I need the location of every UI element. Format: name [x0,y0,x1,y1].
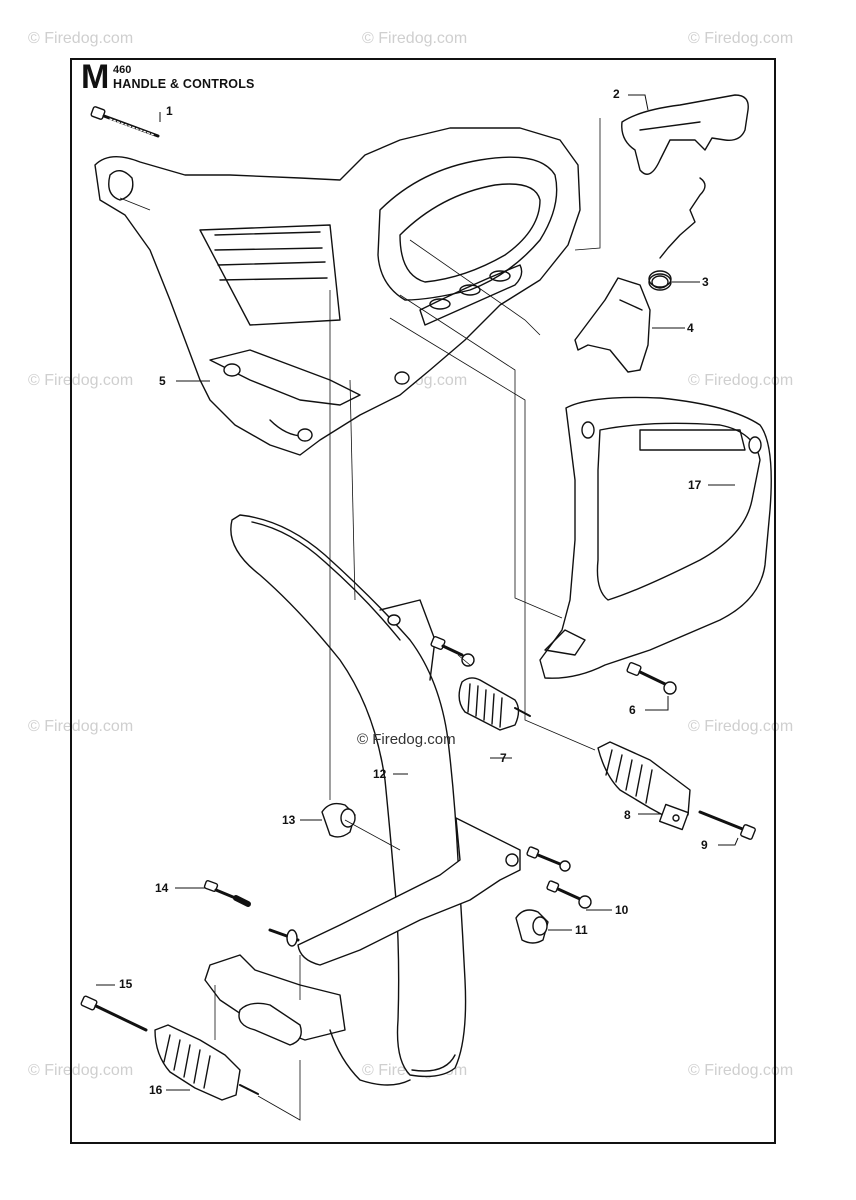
watermark: © Firedog.com [688,372,794,389]
callout-8: 8 [624,808,631,822]
part-13-bushing [321,802,356,838]
callout-1: 1 [166,104,173,118]
callout-15: 15 [119,977,133,991]
watermark: © Firedog.com [28,1062,134,1079]
lower-bracket [204,817,521,1086]
part-1-screw [90,106,160,138]
callout-17: 17 [688,478,702,492]
callout-16: 16 [149,1083,163,1097]
part-10-screw [526,846,592,909]
part-6-screw [626,662,677,695]
part-9-screw [698,810,756,840]
callout-3: 3 [702,275,709,289]
center-watermark: © Firedog.com [357,731,456,748]
part-12-front-handlebar [230,514,467,1078]
part-7-screw [430,636,475,667]
callout-6: 6 [629,703,636,717]
callout-5: 5 [159,374,166,388]
watermark: © Firedog.com [28,718,134,735]
part-4-throttle-lockout [574,277,651,373]
section-letter: M [81,58,110,96]
callout-7: 7 [500,751,507,765]
diagram-frame [70,58,776,1144]
callout-13: 13 [282,813,296,827]
watermark: © Firedog.com [362,30,468,47]
part-5-rear-handle-housing [94,127,581,456]
watermark: © Firedog.com [688,1062,794,1079]
callout-10: 10 [615,903,629,917]
part-2-throttle-trigger [621,94,749,175]
callout-2: 2 [613,87,620,101]
part-7-av-spring [458,677,531,731]
part-8-av-spring [597,741,691,831]
part-17-handle-cover [539,396,772,679]
part-11-bushing [515,909,549,944]
part-15-screw [80,995,148,1032]
callout-14: 14 [155,881,169,895]
part-3-spring [648,177,706,291]
callout-9: 9 [701,838,708,852]
watermark: © Firedog.com [28,30,134,47]
watermark: © Firedog.com [688,30,794,47]
section-title: HANDLE & CONTROLS [113,77,255,91]
watermark: © Firedog.com [28,372,134,389]
part-14-pin [203,880,300,947]
callout-4: 4 [687,321,694,335]
callout-12: 12 [373,767,387,781]
part-16-av-spring [154,1024,259,1101]
watermark: © Firedog.com [688,718,794,735]
callout-11: 11 [575,923,588,937]
model-number: 460 [113,64,132,76]
